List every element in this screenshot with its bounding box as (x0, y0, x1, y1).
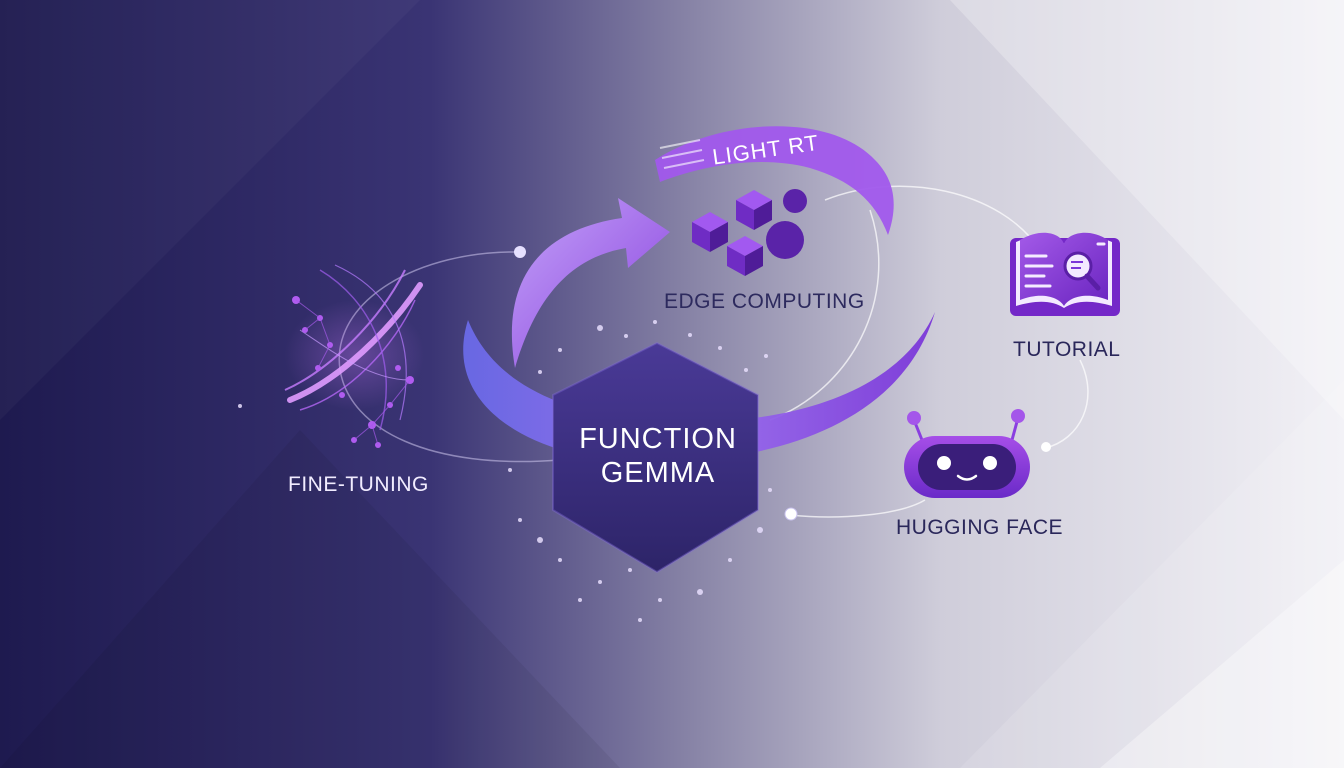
flow-arrow (511, 198, 670, 368)
particles (238, 320, 772, 622)
hugging-face-label: HUGGING FACE (896, 516, 1064, 539)
center-title: FUNCTION GEMMA (548, 422, 768, 490)
light-rt-ribbon (655, 126, 894, 235)
edge-computing-label: EDGE COMPUTING (664, 290, 865, 313)
edge-computing-icon (692, 189, 807, 276)
tutorial-label: TUTORIAL (1013, 338, 1121, 361)
function-gemma-hexagon (552, 341, 759, 574)
fine-tuning-label: FINE-TUNING (288, 473, 429, 496)
hugging-face-robot-icon (904, 409, 1030, 498)
tutorial-book-icon (1010, 232, 1120, 316)
center-title-line2: GEMMA (600, 457, 716, 489)
fine-tuning-icon (284, 264, 425, 448)
center-title-line1: FUNCTION (579, 423, 737, 455)
